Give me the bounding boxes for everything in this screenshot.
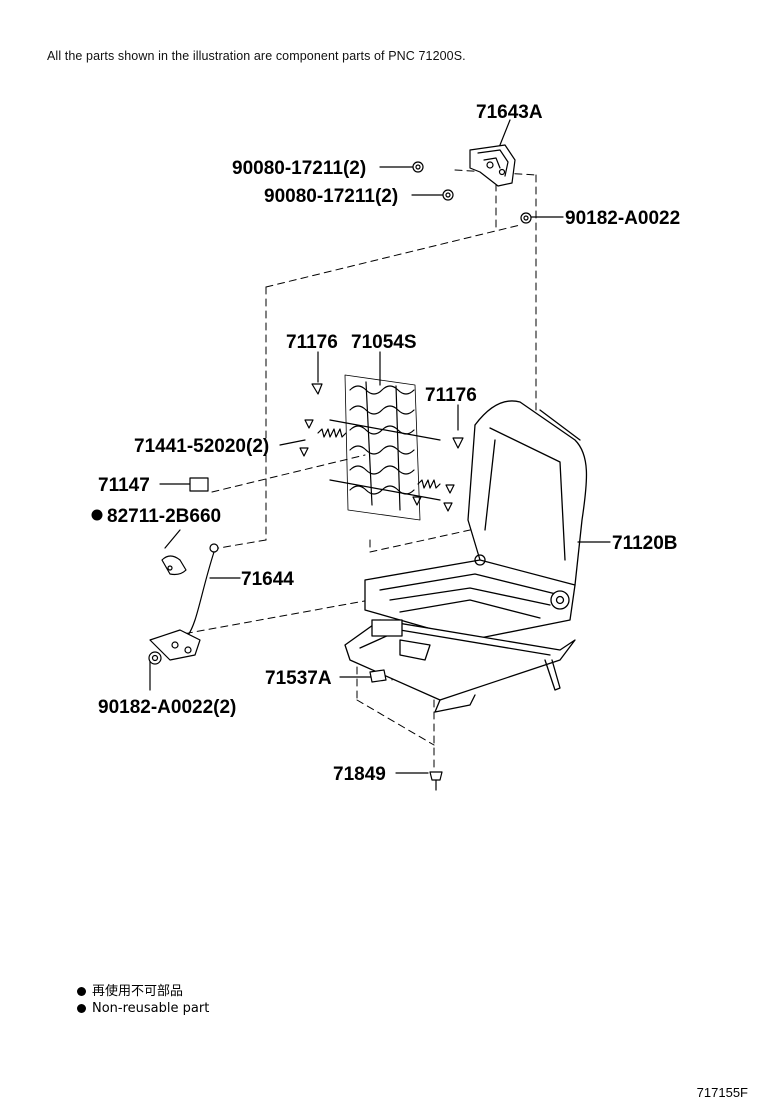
label-71054S[interactable]: 71054S xyxy=(351,332,417,353)
legend-en-text: Non-reusable part xyxy=(92,1001,210,1016)
label-90080-a[interactable]: 90080-17211(2) xyxy=(232,158,366,179)
connector-82711 xyxy=(161,555,187,576)
label-71147[interactable]: 71147 xyxy=(98,475,150,496)
clip-71176-a xyxy=(311,383,323,395)
clip-71176-b xyxy=(452,437,464,449)
bolt-90182-bottom xyxy=(148,651,162,665)
illustration-id: 717155F xyxy=(696,1085,748,1100)
label-71441[interactable]: 71441-52020(2) xyxy=(134,436,269,457)
label-71643A[interactable]: 71643A xyxy=(476,102,543,123)
pin-71849 xyxy=(429,771,443,791)
label-71176-a[interactable]: 71176 xyxy=(286,332,338,353)
label-90182-bottom[interactable]: 90182-A0022(2) xyxy=(98,697,236,718)
legend-jp-text: 再使用不可部品 xyxy=(92,984,184,999)
nut-90080-b xyxy=(442,189,454,201)
bullet-dot-icon xyxy=(77,987,86,996)
harness-71644 xyxy=(149,543,219,661)
label-71849[interactable]: 71849 xyxy=(333,764,386,785)
leader-lines xyxy=(149,119,611,774)
bolt-90182-top xyxy=(520,212,532,224)
label-71537A[interactable]: 71537A xyxy=(265,668,332,689)
label-71644[interactable]: 71644 xyxy=(241,569,294,590)
spring-mat-71054S xyxy=(329,374,441,521)
bracket-71643A xyxy=(469,144,516,187)
label-82711[interactable]: 82711-2B660 xyxy=(107,506,221,527)
part-labels: 71643A 90080-17211(2) 90080-17211(2) 901… xyxy=(91,102,680,785)
non-reusable-dot-icon xyxy=(91,509,103,521)
legend: 再使用不可部品 Non-reusable part xyxy=(77,983,209,1017)
legend-row-jp: 再使用不可部品 xyxy=(77,983,209,1000)
legend-row-en: Non-reusable part xyxy=(77,1000,209,1017)
spring-71441-b xyxy=(417,479,441,489)
seat-frame-71120B xyxy=(344,400,588,713)
bullet-dot-icon xyxy=(77,1004,86,1013)
label-90182-top[interactable]: 90182-A0022 xyxy=(565,208,680,229)
header-note: All the parts shown in the illustration … xyxy=(47,49,466,63)
nut-90080-a xyxy=(412,161,424,173)
pad-71147 xyxy=(189,477,209,492)
pad-71537A xyxy=(369,669,387,683)
spring-71441-a xyxy=(317,428,347,438)
label-71176-b[interactable]: 71176 xyxy=(425,385,477,406)
label-71120B[interactable]: 71120B xyxy=(612,533,678,554)
label-90080-b[interactable]: 90080-17211(2) xyxy=(264,186,398,207)
